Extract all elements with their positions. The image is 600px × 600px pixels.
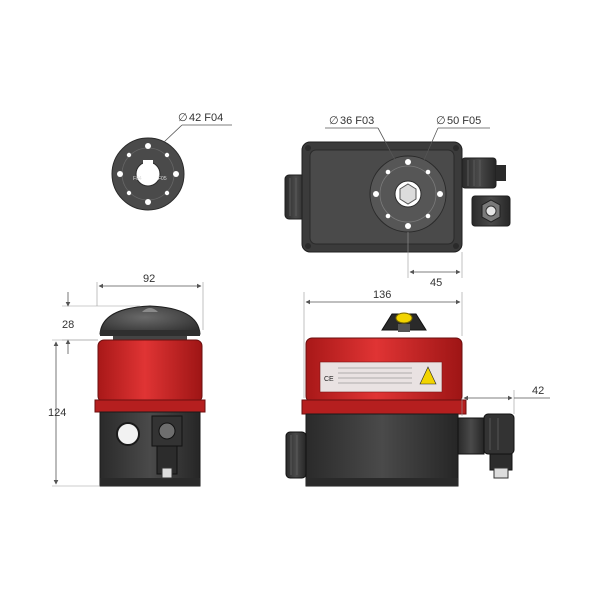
flange-mid-callout: ∅ 36 F03	[325, 115, 396, 161]
dim-body-height: 124	[48, 339, 100, 487]
label-flange-mid: 36 F03	[340, 115, 374, 127]
dim-flange-offset: 45	[407, 232, 463, 289]
diameter-symbol-small: ∅	[178, 112, 188, 124]
svg-text:F04: F04	[133, 176, 142, 182]
label-flange-small: 42 F04	[189, 112, 223, 124]
flange-large-callout: ∅ 50 F05	[423, 115, 490, 161]
label-flange-large: 50 F05	[447, 115, 481, 127]
svg-text:F05: F05	[158, 176, 167, 182]
dim-42: 42	[532, 385, 544, 397]
dim-28: 28	[62, 319, 74, 331]
dim-width-front: 92	[96, 273, 204, 330]
svg-text:CE: CE	[324, 376, 334, 383]
dim-length-side: 136	[303, 289, 463, 398]
diameter-symbol-large: ∅	[436, 115, 446, 127]
dim-connector-offset: 42	[461, 385, 550, 416]
flange-small-callout: ∅ 42 F04	[163, 112, 232, 143]
actuator-front-view	[94, 305, 206, 487]
diameter-symbol-mid: ∅	[329, 115, 339, 127]
dim-136: 136	[373, 289, 391, 301]
actuator-side-view: CE	[285, 312, 515, 487]
dim-92: 92	[143, 273, 155, 285]
actuator-top-view	[284, 141, 511, 253]
flange-bottom-view: F04 F05	[111, 137, 185, 211]
dim-124: 124	[48, 407, 66, 419]
dim-45: 45	[430, 277, 442, 289]
